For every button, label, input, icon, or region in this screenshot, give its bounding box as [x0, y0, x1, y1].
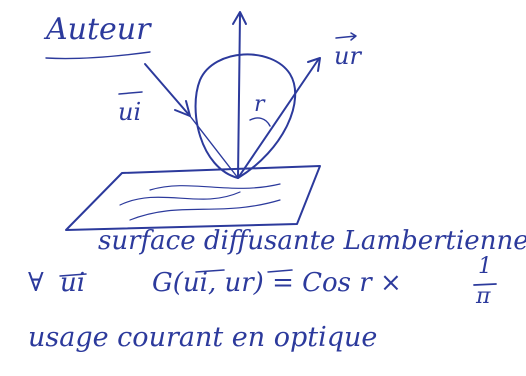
fraction-numerator: 1 — [478, 254, 492, 279]
formula-ui: ui — [60, 268, 86, 298]
fraction-bar — [473, 283, 497, 286]
ui-label-arrow — [118, 91, 143, 95]
formula-overbar-3 — [267, 269, 293, 273]
usage-note: usage courant en optique — [28, 322, 378, 353]
title-underline — [45, 51, 151, 60]
reflected-arrowhead — [307, 57, 321, 72]
lambert-lobe — [194, 53, 297, 179]
surface-plane — [65, 165, 321, 231]
angle-arc — [249, 117, 271, 127]
forall-symbol: ∀ — [28, 268, 44, 298]
normal-axis — [237, 13, 241, 179]
formula-overbar-2 — [195, 269, 225, 273]
angle-label: r — [254, 92, 265, 117]
surface-caption: surface diffusante Lambertienne — [98, 226, 526, 256]
author-title: Auteur — [46, 12, 151, 47]
formula-overbar-1 — [59, 273, 87, 277]
ui-label: ui — [118, 98, 142, 126]
ur-label-arrow — [335, 32, 357, 41]
ur-label: ur — [334, 42, 361, 70]
normal-arrowhead — [232, 11, 247, 25]
incident-ray — [144, 63, 191, 117]
incident-ray-extension — [189, 115, 239, 179]
fraction-denominator: π — [476, 284, 491, 309]
reflected-ray — [237, 59, 319, 179]
surface-hatching — [119, 183, 281, 221]
formula-text: G(ui, ur) = Cos r × — [152, 268, 402, 298]
